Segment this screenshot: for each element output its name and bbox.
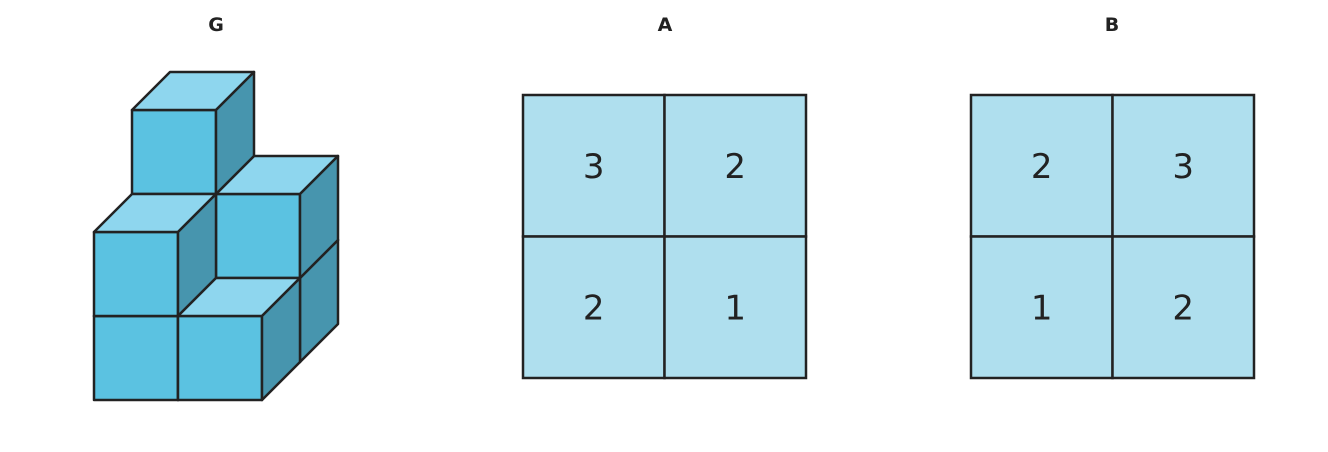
cube-front-face <box>214 192 302 280</box>
top-view-grid-b: 2 3 1 2 <box>969 93 1256 380</box>
cube <box>130 70 256 196</box>
grid-cell <box>1111 93 1256 238</box>
cube-side-face <box>214 70 256 196</box>
cell-height-label: 1 <box>1031 288 1053 328</box>
cube <box>92 192 218 318</box>
cell-height-label: 1 <box>724 288 746 328</box>
top-view-grid-a: 3 2 2 1 <box>521 93 808 380</box>
cube-front-face <box>92 314 180 402</box>
cell-height-label: 2 <box>583 288 605 328</box>
cube <box>176 276 302 402</box>
panel-title-g: G <box>208 14 224 36</box>
panel-title-b: B <box>1104 14 1120 36</box>
grid-cell <box>663 235 808 380</box>
cube-front-face <box>176 314 264 402</box>
cell-height-label: 2 <box>1172 288 1194 328</box>
grid-cell <box>521 235 666 380</box>
cell-height-label: 2 <box>724 147 746 187</box>
isometric-cube-stack <box>92 70 340 402</box>
cell-height-label: 3 <box>1172 147 1194 187</box>
cell-height-label: 2 <box>1031 147 1053 187</box>
grid-cell <box>969 93 1114 238</box>
cube-side-face <box>260 276 302 402</box>
panel-title-a: A <box>657 14 673 36</box>
grid-cell <box>969 235 1114 380</box>
grid-cell <box>521 93 666 238</box>
cell-height-label: 3 <box>583 147 605 187</box>
cube-front-face <box>130 108 218 196</box>
cube-front-face <box>92 230 180 318</box>
cube-side-face <box>298 154 340 280</box>
grid-cell <box>1111 235 1256 380</box>
